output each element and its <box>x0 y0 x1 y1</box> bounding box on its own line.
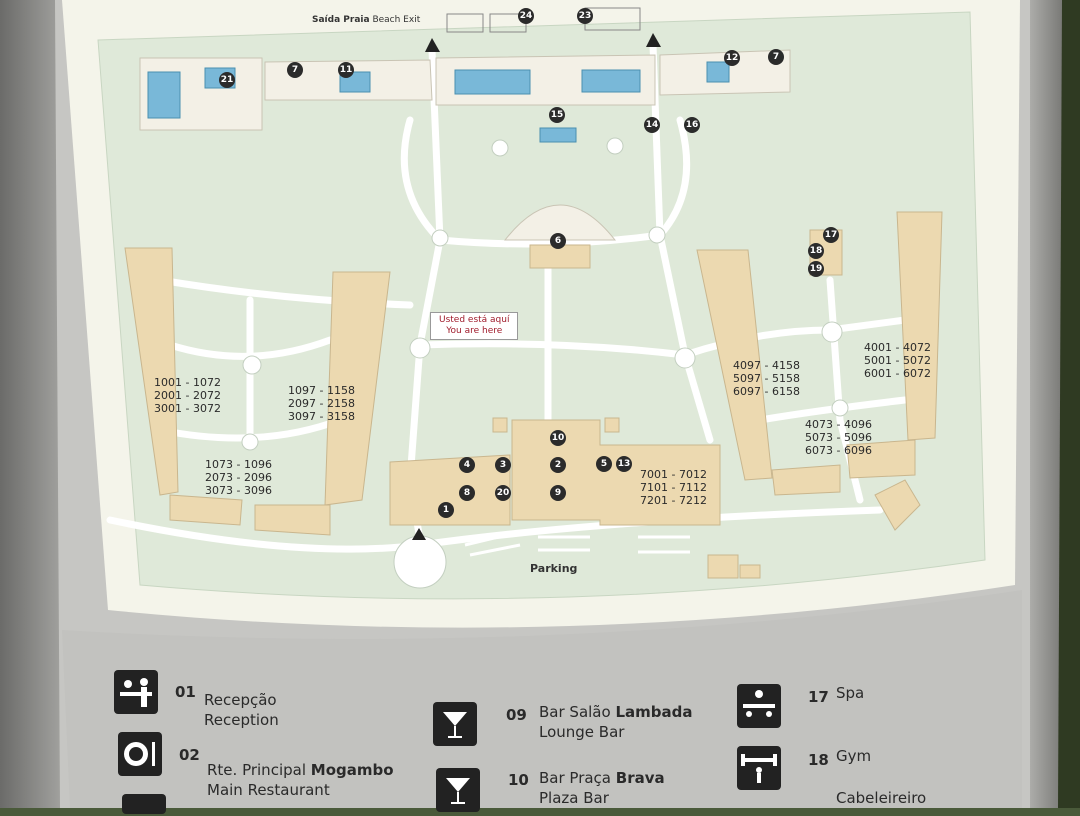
room-block-1: 1001 - 1072 2001 - 2072 3001 - 3072 <box>154 376 221 415</box>
legend-pt-bold: Mogambo <box>310 761 394 779</box>
marker-16: 16 <box>684 117 700 133</box>
room-line: 1097 - 1158 <box>288 384 355 397</box>
marker-17: 17 <box>823 227 839 243</box>
room-line: 6001 - 6072 <box>864 367 931 380</box>
legend-pt: Bar Praça Brava <box>539 768 665 788</box>
legend-item-gym: Gym <box>836 747 872 765</box>
marker-9: 9 <box>550 485 566 501</box>
plate-icon <box>118 732 162 776</box>
room-line: 4097 - 4158 <box>733 359 800 372</box>
marker-20: 20 <box>495 485 511 501</box>
legend-num-17: 17 <box>808 688 829 706</box>
room-line: 2001 - 2072 <box>154 389 221 402</box>
reception-icon <box>114 670 158 714</box>
marker-4: 4 <box>459 457 475 473</box>
legend-pt-prefix: Rte. Principal <box>207 761 306 779</box>
legend-num-01: 01 <box>175 683 196 701</box>
legend-pt-prefix: Bar Praça <box>539 769 611 787</box>
room-line: 3073 - 3096 <box>205 484 272 497</box>
room-line: 4073 - 4096 <box>805 418 872 431</box>
room-line: 5097 - 5158 <box>733 372 800 385</box>
marker-11: 11 <box>338 62 354 78</box>
marker-13: 13 <box>616 456 632 472</box>
room-line: 6073 - 6096 <box>805 444 872 457</box>
room-block-6: 4073 - 4096 5073 - 5096 6073 - 6096 <box>805 418 872 457</box>
room-block-2: 1097 - 1158 2097 - 2158 3097 - 3158 <box>288 384 355 423</box>
room-block-4: 4097 - 4158 5097 - 5158 6097 - 6158 <box>733 359 800 398</box>
room-block-3: 1073 - 1096 2073 - 2096 3073 - 3096 <box>205 458 272 497</box>
legend-en: Plaza Bar <box>539 789 609 807</box>
beach-exit-pt: Saída Praia <box>312 15 370 25</box>
marker-7: 7 <box>287 62 303 78</box>
legend-en: Main Restaurant <box>207 781 330 799</box>
room-line: 6097 - 6158 <box>733 385 800 398</box>
marker-6: 6 <box>550 233 566 249</box>
legend-pt-prefix: Bar Salão <box>539 703 611 721</box>
marker-14: 14 <box>644 117 660 133</box>
legend-num-02: 02 <box>179 746 200 764</box>
you-are-here-pt: Usted está aquí <box>439 315 510 325</box>
legend-num-10: 10 <box>508 771 529 789</box>
room-line: 1001 - 1072 <box>154 376 221 389</box>
legend-num-09: 09 <box>506 706 527 724</box>
room-block-5: 4001 - 4072 5001 - 5072 6001 - 6072 <box>864 341 931 380</box>
gym-icon <box>737 746 781 790</box>
marker-21: 21 <box>219 72 235 88</box>
legend-item-spa: Spa <box>836 684 865 702</box>
legend-pt: Bar Salão Lambada <box>539 702 692 722</box>
legend-num-18: 18 <box>808 751 829 769</box>
legend-en: Reception <box>204 711 279 729</box>
marker-8: 8 <box>459 485 475 501</box>
legend-item-hairdresser: Cabeleireiro <box>836 789 927 807</box>
cocktail-icon <box>436 768 480 812</box>
cocktail-icon <box>433 702 477 746</box>
room-line: 1073 - 1096 <box>205 458 272 471</box>
room-line: 3097 - 3158 <box>288 410 355 423</box>
legend-item-lounge-bar: Bar Salão Lambada Lounge Bar <box>539 702 692 742</box>
legend-pt: Recepção <box>204 691 277 709</box>
room-line: 7201 - 7212 <box>640 494 707 507</box>
room-line: 5073 - 5096 <box>805 431 872 444</box>
marker-19: 19 <box>808 261 824 277</box>
beach-exit-label: Saída Praia Beach Exit <box>312 15 420 25</box>
you-are-here-sign: Usted está aquí You are here <box>430 312 519 340</box>
room-line: 3001 - 3072 <box>154 402 221 415</box>
legend-pt-bold: Lambada <box>615 703 693 721</box>
room-line: 7001 - 7012 <box>640 468 707 481</box>
marker-23: 23 <box>577 8 593 24</box>
parking-label: Parking <box>530 562 578 575</box>
legend-item-plaza-bar: Bar Praça Brava Plaza Bar <box>539 768 665 808</box>
marker-12: 12 <box>724 50 740 66</box>
marker-10: 10 <box>550 430 566 446</box>
room-block-7: 7001 - 7012 7101 - 7112 7201 - 7212 <box>640 468 707 507</box>
marker-1: 1 <box>438 502 454 518</box>
legend-item-main-restaurant: Rte. Principal Mogambo Main Restaurant <box>207 760 394 800</box>
marker-7b: 7 <box>768 49 784 65</box>
marker-18: 18 <box>808 243 824 259</box>
legend-en: Lounge Bar <box>539 723 625 741</box>
legend-item-reception: Recepção Reception <box>204 690 279 730</box>
room-line: 4001 - 4072 <box>864 341 931 354</box>
marker-15: 15 <box>549 107 565 123</box>
beach-exit-en: Beach Exit <box>372 15 421 25</box>
marker-5: 5 <box>596 456 612 472</box>
room-line: 7101 - 7112 <box>640 481 707 494</box>
spa-icon <box>737 684 781 728</box>
you-are-here-en: You are here <box>446 326 503 336</box>
legend-icon-partial <box>122 794 166 814</box>
room-line: 2097 - 2158 <box>288 397 355 410</box>
marker-24: 24 <box>518 8 534 24</box>
marker-3: 3 <box>495 457 511 473</box>
room-line: 5001 - 5072 <box>864 354 931 367</box>
legend-pt: Rte. Principal Mogambo <box>207 760 394 780</box>
legend-pt-bold: Brava <box>615 769 665 787</box>
marker-2: 2 <box>550 457 566 473</box>
room-line: 2073 - 2096 <box>205 471 272 484</box>
